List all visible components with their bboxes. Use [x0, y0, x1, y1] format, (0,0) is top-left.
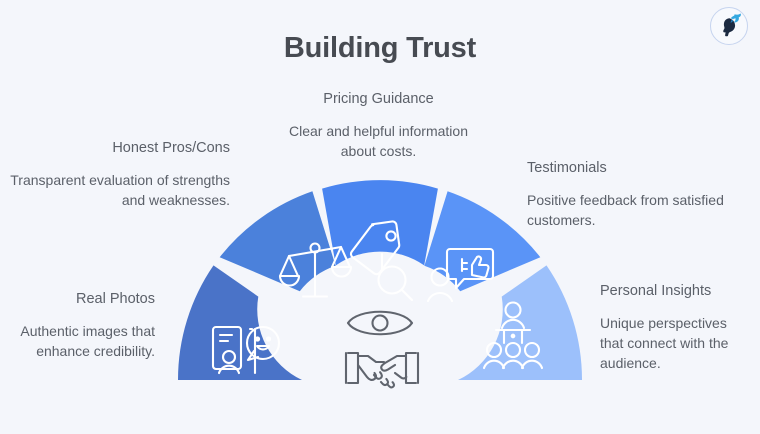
segment-honest-pros-cons[interactable] [219, 191, 336, 292]
segment-testimonials[interactable] [424, 191, 541, 292]
callout-honest-pros-cons: Honest Pros/Cons Transparent evaluation … [8, 139, 230, 211]
callout-body: Transparent evaluation of strengths and … [10, 171, 230, 208]
segment-real-photos[interactable] [177, 265, 302, 380]
price-tag-search-icon [349, 220, 414, 302]
callout-real-photos: Real Photos Authentic images that enhanc… [0, 290, 155, 362]
callout-body: Authentic images that enhance credibilit… [20, 322, 155, 359]
semicircle-diagram [158, 160, 602, 400]
callout-pricing-guidance: Pricing Guidance Clear and helpful infor… [281, 90, 476, 162]
callout-heading: Honest Pros/Cons [112, 140, 230, 156]
brand-logo[interactable] [710, 7, 748, 45]
callout-heading: Testimonials [527, 160, 607, 176]
balance-scale-icon [278, 242, 353, 298]
callout-heading: Pricing Guidance [323, 91, 434, 107]
testimonial-thumbsup-icon [426, 247, 495, 303]
callout-heading: Real Photos [76, 291, 155, 307]
callout-personal-insights: Personal Insights Unique perspectives th… [600, 282, 750, 373]
callout-testimonials: Testimonials Positive feedback from sati… [527, 159, 737, 231]
eye-icon [346, 310, 414, 336]
person-speech-bubble-icon [211, 325, 281, 375]
callout-body: Positive feedback from satisfied custome… [527, 191, 724, 228]
speaker-audience-icon [482, 301, 544, 370]
woman-butterfly-icon [723, 13, 741, 37]
callout-body: Clear and helpful information about cost… [289, 122, 468, 159]
callout-heading: Personal Insights [600, 283, 712, 299]
page-title: Building Trust [283, 32, 477, 64]
callout-body: Unique perspectives that connect with th… [600, 314, 729, 371]
handshake-icon [344, 351, 420, 389]
